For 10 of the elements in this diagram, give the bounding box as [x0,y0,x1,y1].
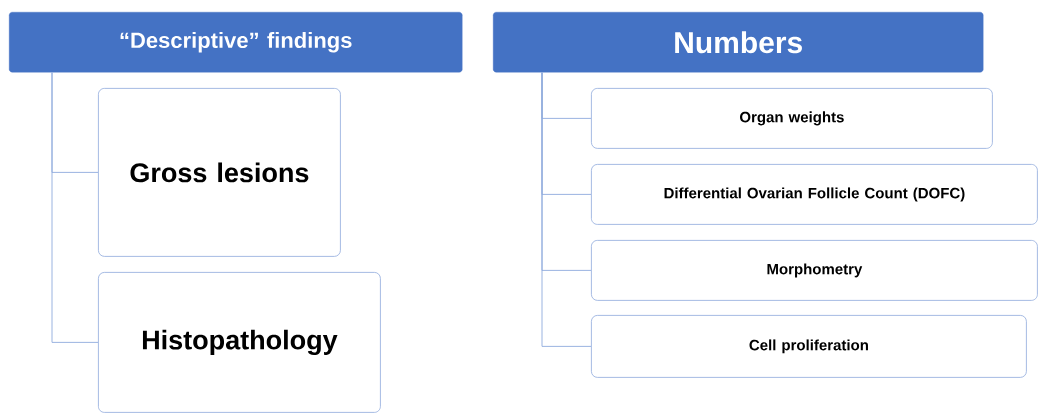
connector [51,71,99,343]
header-box: Numbers [493,12,984,73]
header-box: “Descriptive” findings [9,12,463,73]
item-box: Differential Ovarian Follicle Count (DOFC) [591,164,1038,225]
item-box: Morphometry [591,240,1038,301]
item-box: Histopathology [98,272,381,413]
item-box: Cell proliferation [591,315,1027,378]
connector [541,71,592,347]
item-box: Organ weights [591,88,993,149]
item-box: Gross lesions [98,88,341,257]
